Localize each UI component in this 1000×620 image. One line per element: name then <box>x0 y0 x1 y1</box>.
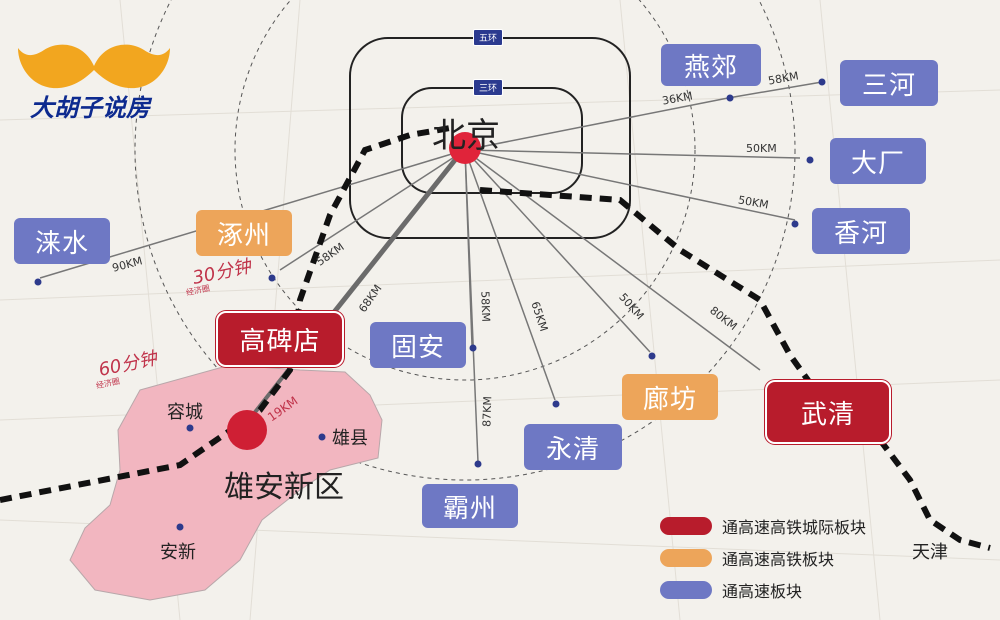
label-tianjin: 天津 <box>912 542 948 563</box>
label-anxin: 安新 <box>160 542 196 563</box>
node-zhuozhou[interactable]: 涿州 <box>196 210 292 256</box>
dist-bazhou: 87KM <box>480 395 495 428</box>
fifth-ring-badge: 五环 <box>473 29 504 46</box>
legend-item-highway: 通高速板块 <box>660 578 802 602</box>
third-ring-badge: 三环 <box>473 79 504 96</box>
xiongan-dot <box>227 410 267 450</box>
label-xiongan: 雄安新区 <box>224 470 344 505</box>
railway-tianjin <box>877 438 991 551</box>
node-dachang[interactable]: 大厂 <box>830 138 926 184</box>
label-xiongxian: 雄县 <box>332 428 368 449</box>
xiongan-area <box>69 364 383 601</box>
legend-label: 通高速高铁城际板块 <box>722 518 867 537</box>
distance-arrows <box>39 81 823 463</box>
node-yanjiao[interactable]: 燕郊 <box>661 44 761 86</box>
beijing-label: 北京 <box>432 116 500 156</box>
legend-label: 通高速板块 <box>722 582 803 601</box>
node-dots <box>34 78 826 531</box>
node-wuqing[interactable]: 武清 <box>765 380 891 444</box>
node-guan[interactable]: 固安 <box>370 322 466 368</box>
legend-item-highspeed-rail: 通高速高铁板块 <box>660 546 834 570</box>
inner-circle-30min <box>234 0 696 381</box>
railway-west <box>0 125 451 503</box>
node-yongqing[interactable]: 永清 <box>524 424 622 470</box>
legend-item-intercity: 通高速高铁城际板块 <box>660 514 866 538</box>
legend-swatch-blue <box>660 581 712 599</box>
brand-name: 大胡子说房 <box>30 94 150 122</box>
dist-guan: 58KM <box>478 290 493 323</box>
railway-east <box>479 187 818 392</box>
node-gaobeidian[interactable]: 高碑店 <box>216 311 344 367</box>
node-langfang[interactable]: 廊坊 <box>622 374 718 420</box>
mustache-logo-icon <box>18 44 170 89</box>
node-xianghe[interactable]: 香河 <box>812 208 910 254</box>
legend-swatch-red <box>660 517 712 535</box>
beijing-dot <box>449 132 481 164</box>
dist-dachang: 50KM <box>746 142 777 155</box>
node-laishui[interactable]: 涞水 <box>14 218 110 264</box>
node-bazhou[interactable]: 霸州 <box>422 484 518 528</box>
label-rongcheng: 容城 <box>167 402 203 423</box>
outer-circle-60min <box>134 0 796 481</box>
legend-label: 通高速高铁板块 <box>722 550 835 569</box>
legend-swatch-orange <box>660 549 712 567</box>
node-sanhe[interactable]: 三河 <box>840 60 938 106</box>
